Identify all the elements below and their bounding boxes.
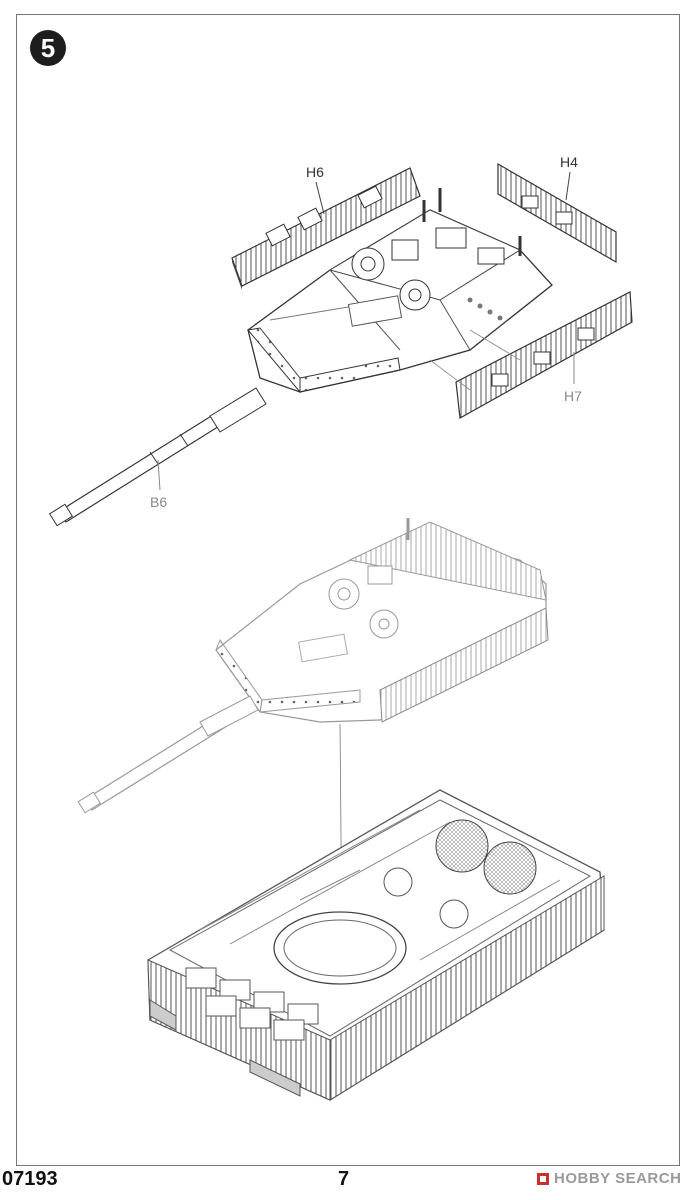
turret-assembled-view — [77, 518, 549, 814]
turret-body — [247, 188, 553, 394]
leader-line-b6 — [157, 459, 161, 491]
leader-line-h4 — [565, 171, 571, 201]
turret-exploded-view — [48, 162, 633, 527]
part-label-h4: H4 — [560, 154, 578, 170]
brand-logo-icon — [537, 1172, 549, 1185]
part-label-b6: B6 — [150, 494, 168, 510]
product-code: 07193 — [2, 1168, 58, 1190]
part-label-h6: H6 — [306, 164, 324, 180]
slat-armor-h7 — [455, 291, 633, 419]
slat-armor-h6 — [231, 167, 421, 290]
slat-armor-h4 — [497, 162, 617, 264]
part-label-h7: H7 — [564, 388, 582, 404]
step-number-badge: 5 — [30, 30, 66, 66]
instruction-sheet-frame — [16, 14, 680, 1166]
page-number: 7 — [338, 1168, 350, 1190]
watermark-brand: HOBBY SEARCH — [536, 1170, 681, 1187]
hull-view — [147, 789, 605, 1101]
watermark-text: HOBBY SEARCH — [554, 1170, 682, 1187]
gun-barrel-b6 — [48, 387, 267, 527]
leader-line-h6 — [315, 181, 325, 215]
